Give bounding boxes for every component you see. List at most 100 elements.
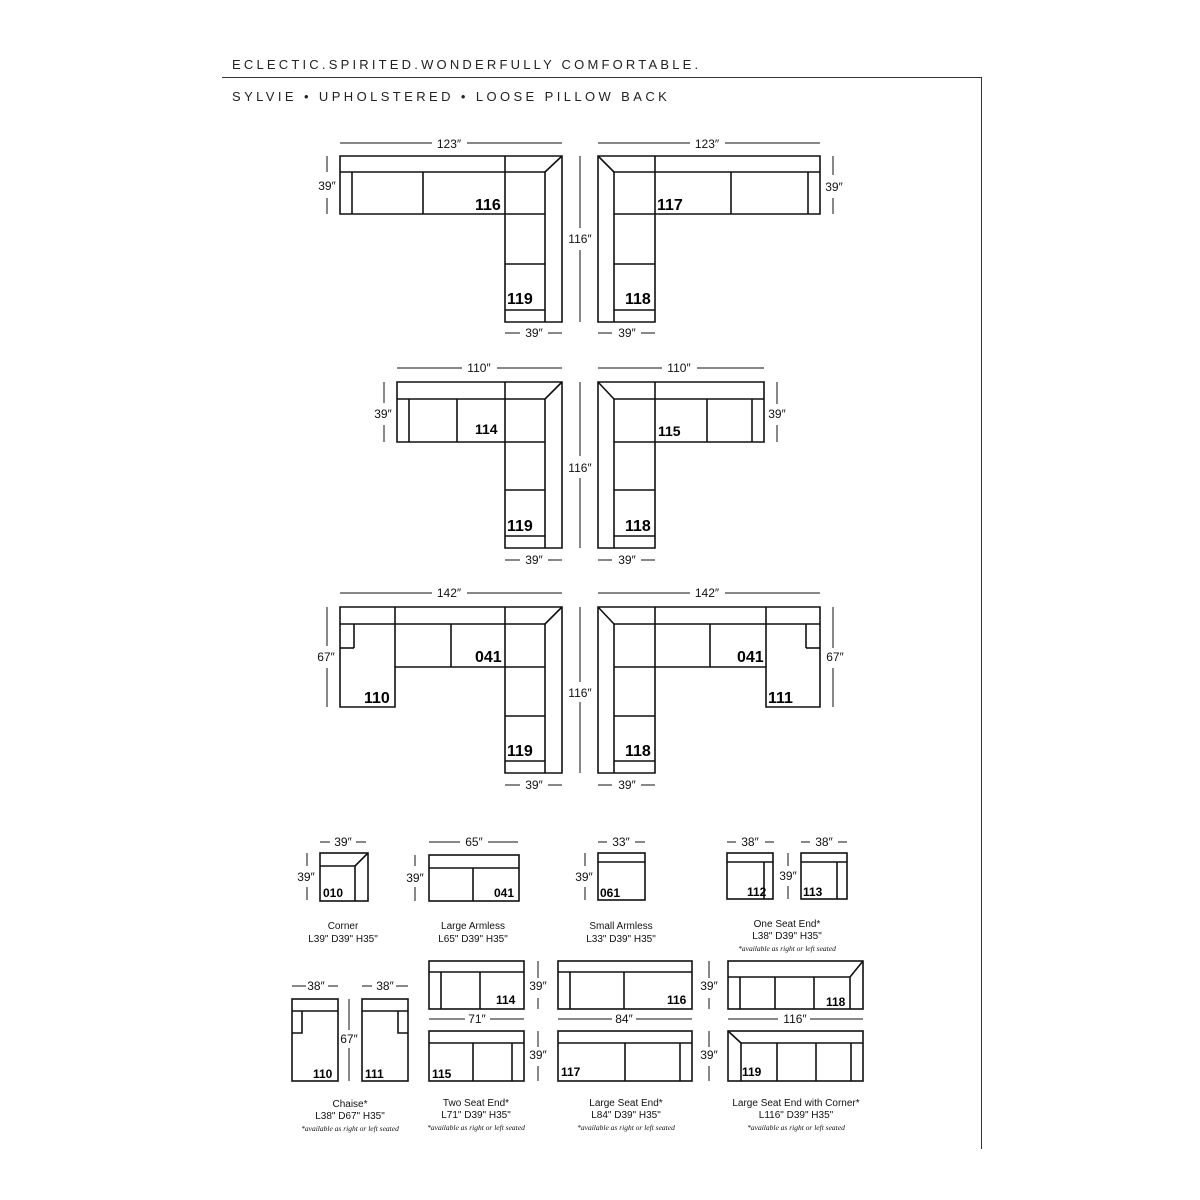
dim-arm: 39″	[525, 778, 543, 792]
label: 116″	[783, 1012, 807, 1026]
dim-arm: 39″	[525, 553, 543, 567]
label: 33″	[612, 835, 630, 849]
label: 114	[496, 993, 516, 1007]
label: 39″	[529, 1048, 547, 1062]
dim-arm: 39″	[618, 778, 636, 792]
code: 041	[737, 649, 764, 666]
label: L38" D39" H35"	[752, 931, 822, 942]
code: 119	[507, 743, 533, 760]
label: L33" D39" H35"	[586, 934, 656, 945]
product-subtitle: SYLVIE • UPHOLSTERED • LOOSE PILLOW BACK	[232, 89, 671, 104]
label: L38" D67" H35"	[315, 1111, 385, 1122]
config-row1-left: 123″ 39″ 116 119 39″	[318, 137, 563, 340]
label: Large Seat End with Corner*	[732, 1098, 859, 1109]
dim-depth: 39″	[318, 179, 336, 193]
piece-large-seat-end: 116 84″ 117 39″ 39″ Large Seat End* L84"…	[557, 960, 719, 1132]
label: 39″	[334, 835, 352, 849]
label: L71" D39" H35"	[441, 1110, 511, 1121]
dim-arm: 39″	[618, 553, 636, 567]
label: One Seat End*	[754, 919, 821, 930]
code: 041	[475, 649, 502, 666]
piece-chaise: 38″ 38″ 110 67″ 111 Chaise* L38" D67" H3…	[291, 979, 409, 1133]
label: 117	[561, 1065, 581, 1079]
label: 110	[313, 1067, 333, 1081]
code: 118	[625, 518, 651, 535]
dim-width: 142″	[695, 586, 720, 600]
label: Large Armless	[441, 921, 505, 932]
label: 71″	[468, 1012, 486, 1026]
header-rule	[222, 77, 982, 78]
label: 119	[742, 1065, 762, 1079]
code: 116	[475, 197, 501, 214]
code: 119	[507, 291, 533, 308]
dim-depth: 67″	[317, 650, 335, 664]
label: 38″	[815, 835, 833, 849]
piece-one-seat-end: 38″ 38″ 112 39″ 113 One Seat End* L38" D…	[726, 835, 848, 953]
label: 38″	[307, 979, 325, 993]
label: 39″	[700, 979, 718, 993]
label: 38″	[376, 979, 394, 993]
label: *available as right or left seated	[577, 1123, 675, 1132]
label: 39″	[575, 870, 593, 884]
label: 112	[747, 885, 767, 899]
config-row3-right: 142″ 67″ 041 111 118 39″	[597, 586, 845, 792]
config-row2-left: 110″ 39″ 114 119 39″	[374, 361, 563, 567]
dim-width: 142″	[437, 586, 462, 600]
label: Small Armless	[589, 921, 652, 932]
label: *available as right or left seated	[427, 1123, 525, 1132]
piece-large-armless: 65″ 39″ 041 Large Armless L65" D39" H35"	[406, 835, 520, 945]
label: Corner	[328, 921, 359, 932]
label: *available as right or left seated	[738, 944, 836, 953]
label: Chaise*	[332, 1099, 367, 1110]
dim-depth: 39″	[374, 407, 392, 421]
config-row1-right: 123″ 39″ 117 118 39″	[597, 137, 844, 340]
dim-width: 123″	[695, 137, 720, 151]
tagline: ECLECTIC.SPIRITED.WONDERFULLY COMFORTABL…	[232, 57, 702, 72]
code: 115	[658, 423, 681, 439]
label: *available as right or left seated	[747, 1123, 845, 1132]
label: 67″	[340, 1032, 358, 1046]
label: 113	[803, 885, 823, 899]
dim-width: 110″	[667, 361, 691, 375]
code: 118	[625, 743, 651, 760]
label: 39″	[779, 869, 797, 883]
dim-width: 123″	[437, 137, 462, 151]
label: 84″	[615, 1012, 633, 1026]
code: 119	[507, 518, 533, 535]
label: Two Seat End*	[443, 1098, 509, 1109]
label: 65″	[465, 835, 483, 849]
dim-arm: 39″	[525, 326, 543, 340]
piece-two-seat-end: 114 71″ 115 39″ 39″ Two Seat End* L71" D…	[427, 960, 548, 1132]
dim-arm: 39″	[618, 326, 636, 340]
label: 39″	[529, 979, 547, 993]
label: Large Seat End*	[589, 1098, 662, 1109]
dim-depth: 67″	[826, 650, 844, 664]
dim-depth: 39″	[768, 407, 786, 421]
label: 115	[432, 1067, 452, 1081]
label: L84" D39" H35"	[591, 1110, 661, 1121]
label: L39" D39" H35"	[308, 934, 378, 945]
label: 39″	[297, 870, 315, 884]
label: 38″	[741, 835, 759, 849]
label: 041	[494, 886, 514, 900]
code: 118	[625, 291, 651, 308]
right-border-rule	[981, 77, 982, 1149]
code: 114	[475, 421, 498, 437]
dim-width: 110″	[467, 361, 491, 375]
dim-length: 116″	[568, 232, 592, 246]
config-row3-left: 142″ 67″ 110 041 119 39″	[317, 586, 563, 792]
label: 111	[365, 1067, 384, 1081]
code: 117	[657, 197, 683, 214]
dim-length: 116″	[568, 461, 592, 475]
config-row2-right: 110″ 39″ 115 118 39″	[597, 361, 787, 567]
piece-large-seat-end-corner: 118 116″ 119 Large Seat End with Corner*…	[727, 960, 864, 1132]
dim-depth: 39″	[825, 180, 843, 194]
dim-length: 116″	[568, 686, 592, 700]
label: 118	[826, 995, 846, 1009]
label: 116	[667, 993, 687, 1007]
label: 061	[600, 886, 620, 900]
label: L65" D39" H35"	[438, 934, 508, 945]
piece-small-armless: 33″ 39″ 061 Small Armless L33" D39" H35"	[575, 835, 656, 945]
label: 010	[323, 886, 343, 900]
